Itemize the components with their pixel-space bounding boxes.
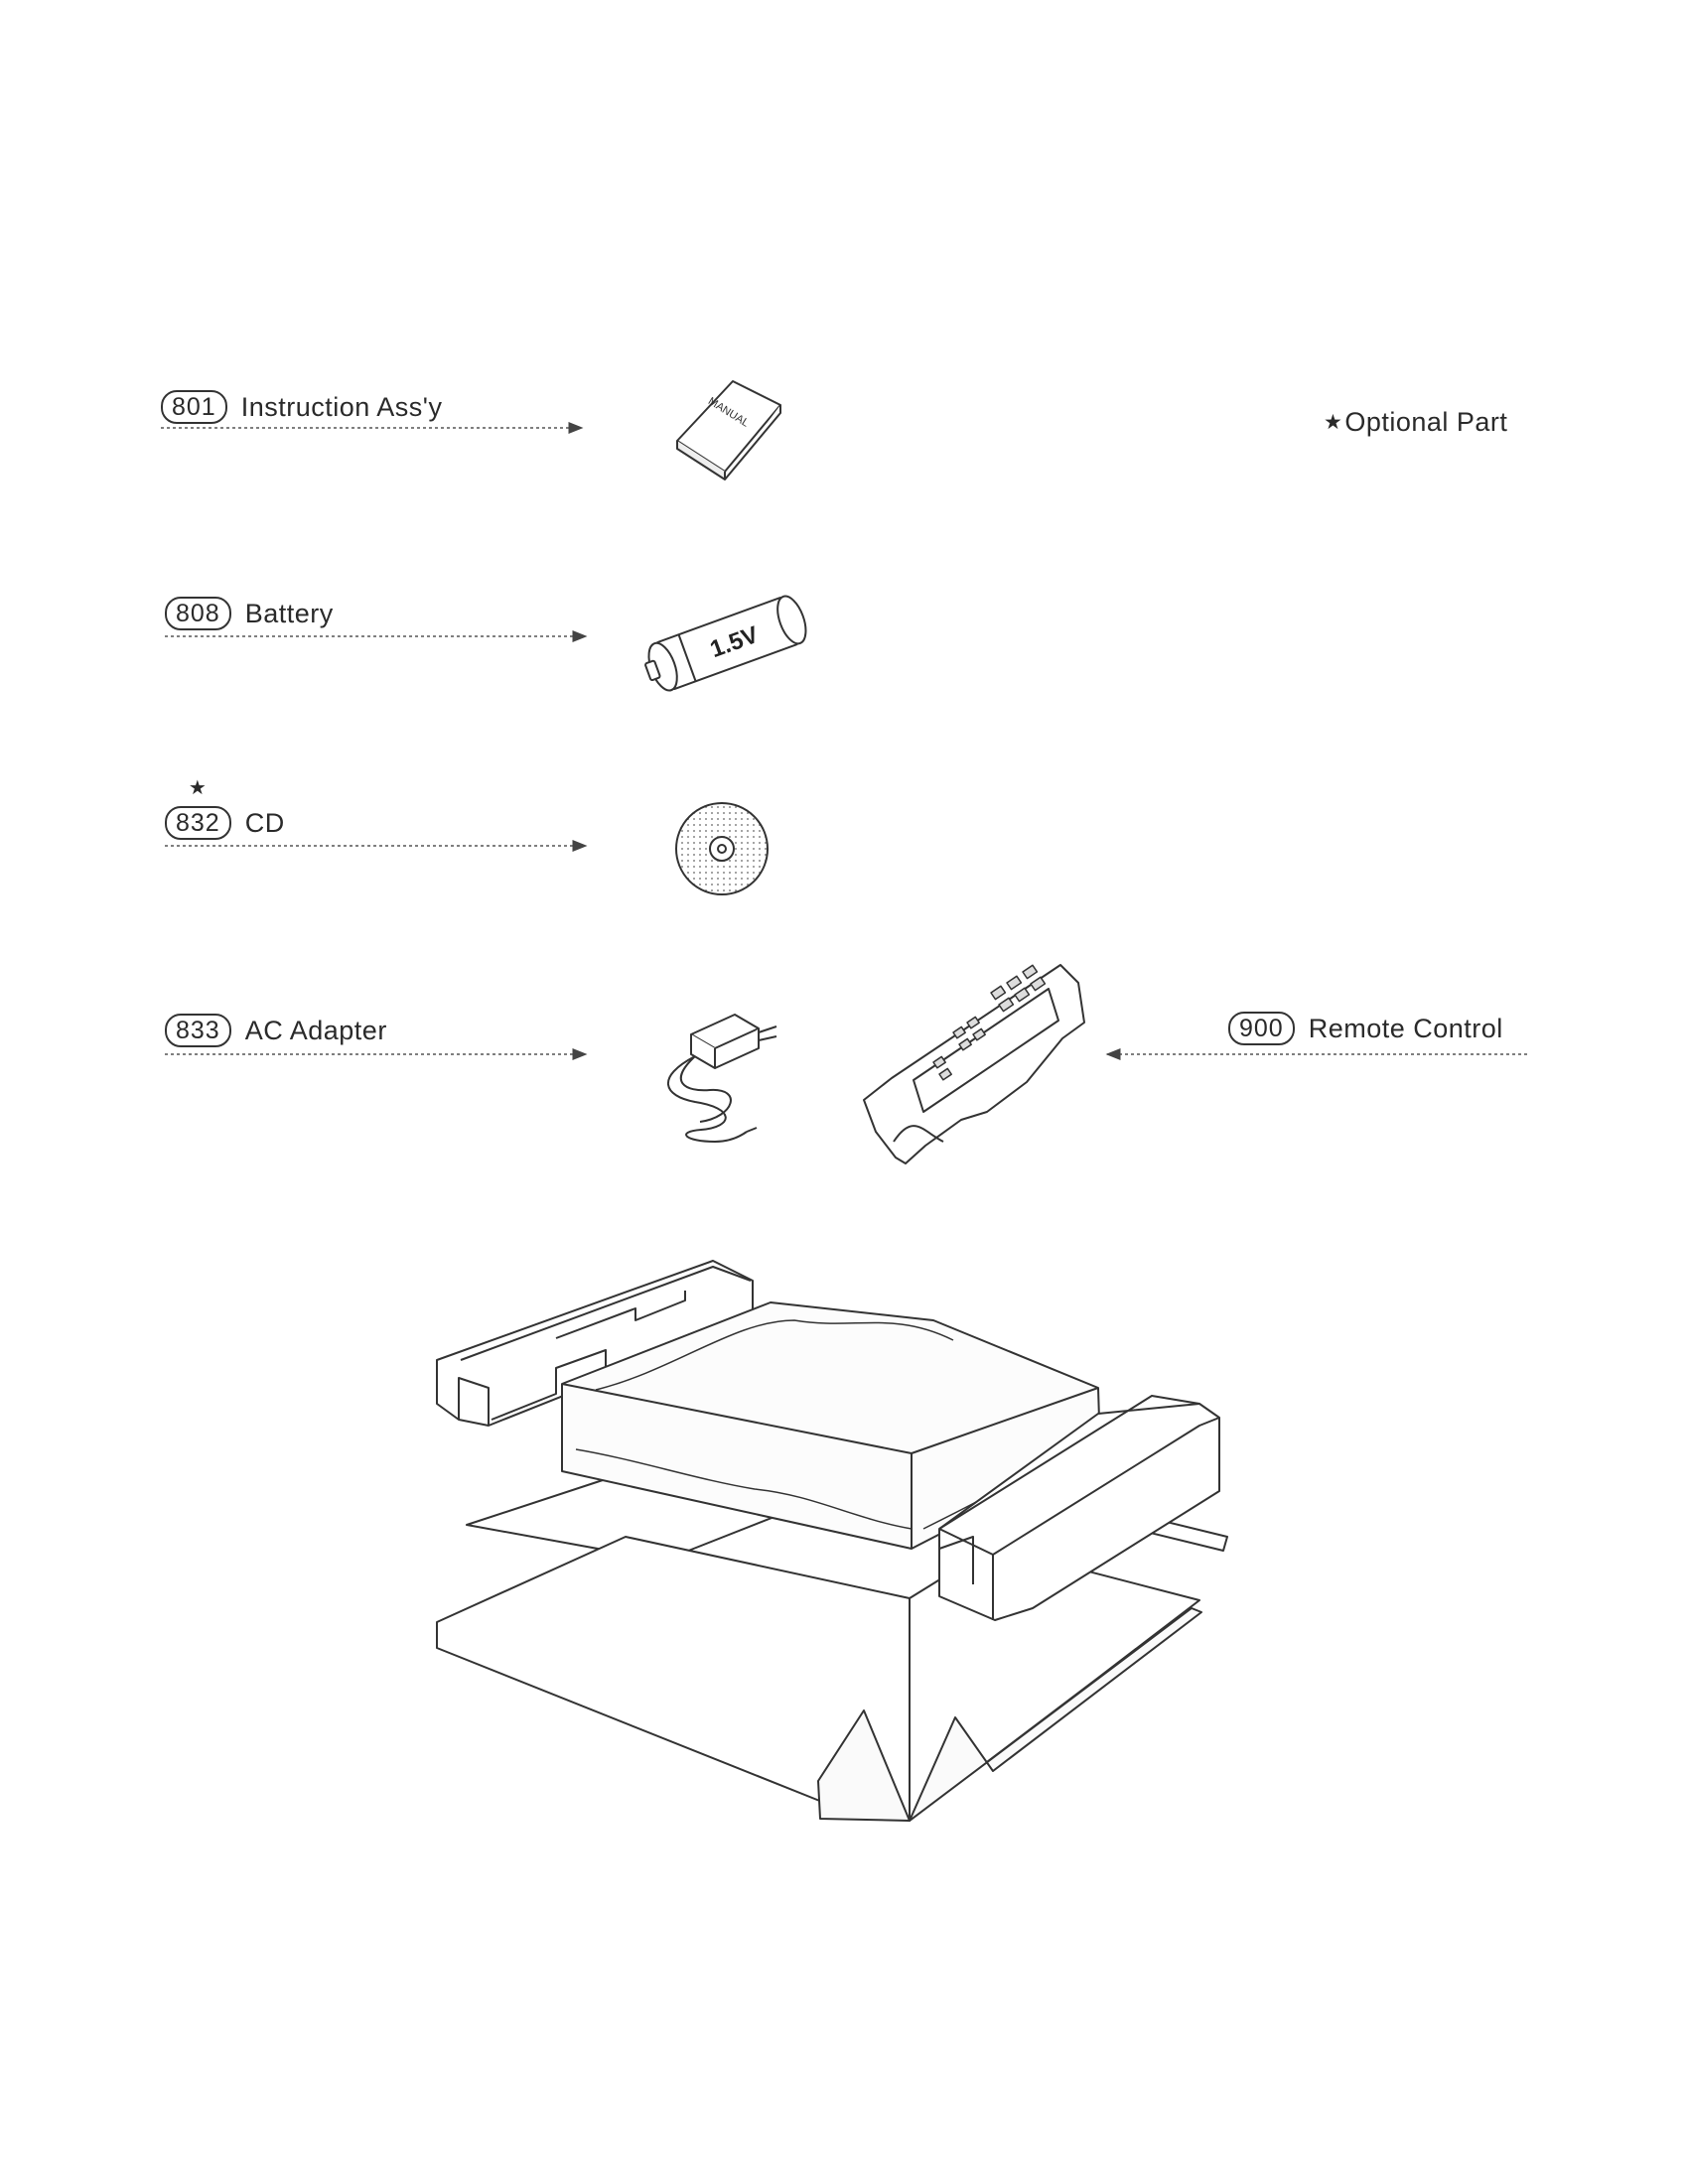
carton-front-right-flap — [909, 1607, 1202, 1822]
optional-star-icon: ★ — [188, 777, 208, 799]
callout-801: 801 Instruction Ass'y — [161, 390, 442, 424]
part-name: Battery — [244, 598, 334, 628]
ac-adapter-illustration — [667, 1014, 777, 1143]
remote-control-illustration — [863, 964, 1085, 1164]
callout-833: 833 AC Adapter — [165, 1014, 387, 1047]
part-number-badge: 833 — [165, 1014, 231, 1047]
callout-900: 900 Remote Control — [1228, 1012, 1503, 1045]
optional-part-text: Optional Part — [1344, 407, 1508, 437]
part-number-badge: ★ 832 — [165, 778, 231, 840]
part-name: Instruction Ass'y — [240, 391, 443, 422]
part-name: CD — [244, 807, 285, 838]
callout-808: 808 Battery — [165, 597, 334, 630]
packaging-illustration — [436, 1260, 1228, 1822]
part-number-badge: 900 — [1228, 1012, 1295, 1045]
part-number-badge: 808 — [165, 597, 231, 630]
cd-illustration — [675, 802, 769, 895]
leader-lines — [161, 422, 1527, 1060]
battery-illustration: 1.5V — [644, 595, 807, 692]
callout-832: ★ 832 CD — [165, 778, 285, 840]
optional-star-icon: ★ — [1324, 411, 1343, 434]
part-number-badge: 801 — [161, 390, 227, 424]
optional-part-note: ★Optional Part — [1324, 407, 1507, 438]
part-name: Remote Control — [1308, 1013, 1503, 1043]
part-name: AC Adapter — [244, 1015, 387, 1045]
part-number: 832 — [176, 809, 220, 837]
carton-front-left-flap — [817, 1709, 911, 1822]
manual-illustration: MANUAL — [676, 380, 781, 480]
